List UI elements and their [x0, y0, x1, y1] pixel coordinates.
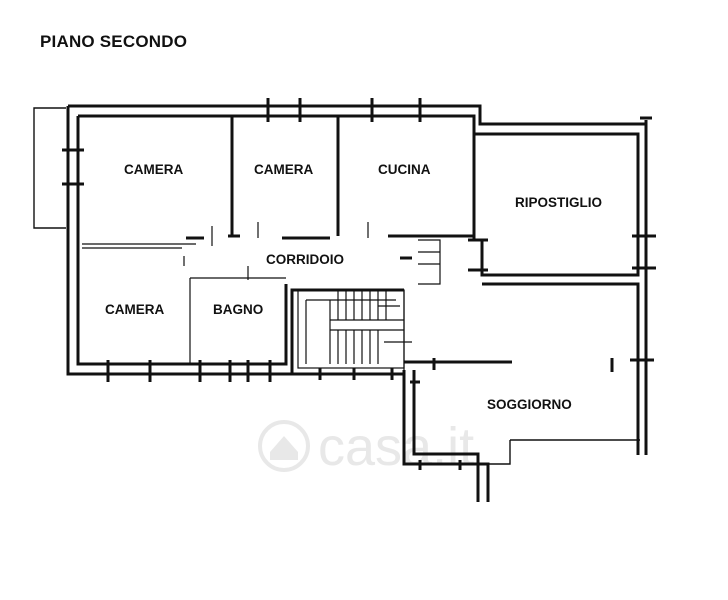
balcony-left	[33, 107, 66, 229]
window-marks	[62, 98, 656, 470]
room-labels: CAMERA CAMERA CUCINA RIPOSTIGLIO CORRIDO…	[105, 162, 602, 412]
room-label-corridoio: CORRIDOIO	[266, 252, 344, 267]
house-icon	[258, 420, 310, 472]
room-label-camera-3: CAMERA	[105, 302, 164, 317]
room-label-ripostiglio: RIPOSTIGLIO	[515, 195, 602, 210]
room-label-bagno: BAGNO	[213, 302, 263, 317]
outer-walls	[66, 104, 648, 502]
room-label-soggiorno: SOGGIORNO	[487, 397, 572, 412]
room-label-camera-2: CAMERA	[254, 162, 313, 177]
watermark-text: casa.it	[318, 417, 474, 477]
plan-title: PIANO SECONDO	[40, 32, 188, 51]
interior-walls	[82, 116, 482, 374]
staircase	[297, 289, 412, 369]
door-marks	[183, 222, 441, 285]
watermark: casa.it	[258, 417, 474, 477]
room-label-cucina: CUCINA	[378, 162, 431, 177]
room-label-camera-1: CAMERA	[124, 162, 183, 177]
